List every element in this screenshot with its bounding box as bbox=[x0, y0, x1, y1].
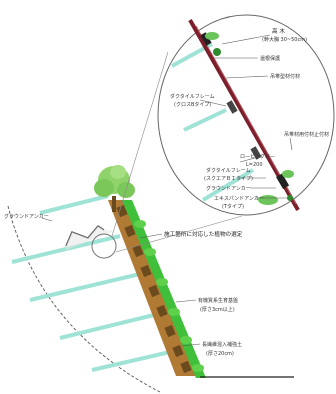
clamp-mid bbox=[226, 100, 238, 114]
frame-blocks bbox=[116, 204, 192, 374]
slope-section: グラウンドアンカー 施工箇所に対応した植物の選定 有機質系生育基盤 (厚さ3cm… bbox=[4, 51, 294, 393]
label-frame-cross-type: (クロスBタイプ) bbox=[174, 101, 211, 108]
label-ground-anchor-left: グラウンドアンカー bbox=[4, 213, 49, 220]
clamp-top bbox=[200, 32, 212, 46]
circle-anchor-3 bbox=[201, 168, 255, 202]
label-frame-square-type: (スクエアＢＩタイプ) bbox=[204, 175, 253, 182]
leader-member bbox=[225, 75, 269, 79]
label-right-top: 吊帯材用付材止付材 bbox=[284, 131, 329, 138]
label-frame-square: ダクタイルフレーム bbox=[206, 167, 251, 174]
leader-tree bbox=[221, 34, 271, 45]
circle-shrub-1 bbox=[258, 195, 278, 205]
clamp-bottom bbox=[276, 173, 290, 190]
anchor-4 bbox=[59, 312, 159, 340]
vegetation-layer bbox=[122, 200, 206, 378]
detail-circle-group: 高 木 (幹大胸 30~50cm) 還根保護 吊帯型材付材 ダクタイルフレーム … bbox=[157, 14, 335, 216]
label-expand-anchor-type: (Tタイプ) bbox=[222, 203, 244, 210]
label-roping-length: L=200 bbox=[246, 162, 263, 168]
label-anchor-member: 吊帯型材付材 bbox=[270, 73, 300, 80]
leader-organic bbox=[175, 299, 197, 303]
slip-arc bbox=[7, 205, 161, 393]
label-roping: ロ—ピングバ— bbox=[240, 153, 275, 160]
label-organic-base: 有機質系生育基盤 bbox=[198, 297, 238, 304]
label-tree-spec: (幹大胸 30~50cm) bbox=[262, 36, 307, 43]
label-expand-anchor: エキスパンドアンカー bbox=[214, 196, 264, 202]
frame-bar-highlight bbox=[195, 25, 297, 205]
label-tree: 高 木 bbox=[272, 27, 285, 35]
label-planting: 施工箇所に対応した植物の選定 bbox=[164, 230, 243, 238]
circle-anchor-2 bbox=[183, 108, 227, 132]
label-fiber-soil: 長繊維混入補強土 bbox=[202, 341, 242, 348]
label-root-protection: 還根保護 bbox=[260, 55, 280, 62]
leader-cross bbox=[199, 99, 227, 107]
detail-pointer-circle bbox=[91, 233, 117, 259]
detail-pointer-line-2 bbox=[115, 215, 243, 253]
vegetation-tufts bbox=[134, 220, 204, 372]
label-frame-cross: ダクタイルフレーム bbox=[170, 93, 215, 100]
leader-ground-left bbox=[41, 217, 53, 222]
leader-roping bbox=[239, 155, 263, 163]
circle-shrub-3 bbox=[205, 32, 219, 40]
leader-right-top bbox=[289, 137, 293, 151]
label-fiber-thickness: (厚さ20cm) bbox=[206, 350, 234, 357]
leader-fiber bbox=[181, 343, 201, 347]
anchor-1 bbox=[39, 194, 109, 215]
anchor-5 bbox=[91, 350, 171, 372]
circle-shrub-2 bbox=[282, 170, 294, 178]
clamp-low bbox=[250, 146, 262, 160]
crest-fill bbox=[66, 226, 112, 250]
label-organic-thickness: (厚さ3cm以上) bbox=[200, 306, 235, 313]
label-ground-anchor-circle: グラウンドアンカー bbox=[206, 185, 251, 192]
anchor-3 bbox=[29, 272, 141, 302]
tree-trunk-node bbox=[213, 48, 221, 56]
bottom-bolt bbox=[287, 195, 293, 201]
leader-planting bbox=[139, 233, 163, 239]
detail-pointer-line-1 bbox=[111, 51, 169, 237]
